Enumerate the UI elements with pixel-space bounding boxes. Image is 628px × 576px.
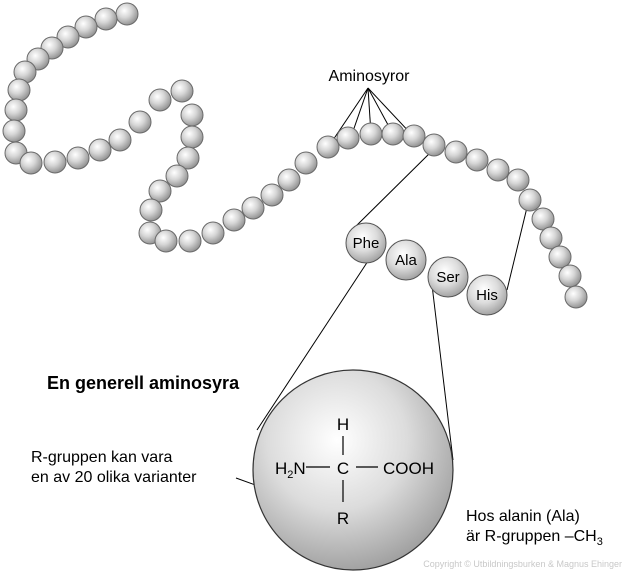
chain-bead <box>139 198 163 222</box>
alanine-note-line1: Hos alanin (Ala) <box>466 508 580 525</box>
chain-bead <box>180 125 204 149</box>
chain-bead <box>148 88 172 112</box>
chain-bead <box>558 264 582 288</box>
formula-r-group: R <box>337 509 349 528</box>
chain-bead <box>316 135 340 159</box>
amino-acid-label-phe: Phe <box>353 235 380 252</box>
chain-bead <box>444 140 468 164</box>
chain-bead <box>201 221 225 245</box>
formula-amino-group: H2N <box>275 459 306 481</box>
chain-bead <box>154 229 178 253</box>
chain-bead <box>4 98 28 122</box>
chain-bead <box>19 151 43 175</box>
rgroup-note-line2: en av 20 olika varianter <box>31 469 197 486</box>
amino-acid-label-ala: Ala <box>395 252 417 269</box>
chain-bead <box>165 164 189 188</box>
generic-amino-acid-sphere <box>252 369 454 571</box>
chain-bead <box>88 138 112 162</box>
copyright-text: Copyright © Utbildningsburken & Magnus E… <box>423 559 622 569</box>
amino-acid-bead-ser <box>427 256 469 298</box>
chain-bead <box>178 229 202 253</box>
amino-acid-bead-his <box>466 274 508 316</box>
chain-bead <box>294 151 318 175</box>
formula-alpha-carbon: C <box>337 459 349 478</box>
zoom-line <box>349 146 437 233</box>
chain-bead <box>176 146 200 170</box>
chain-bead <box>277 168 301 192</box>
chain-bead <box>2 119 26 143</box>
chain-bead <box>66 146 90 170</box>
chain-bead <box>336 126 360 150</box>
chain-bead <box>241 196 265 220</box>
chain-bead <box>564 285 588 309</box>
amino-acid-label-ser: Ser <box>436 269 459 286</box>
chain-bead <box>56 25 80 49</box>
amino-acid-label-his: His <box>476 287 498 304</box>
formula-carboxyl-group: COOH <box>383 459 434 478</box>
chain-bead <box>486 158 510 182</box>
chain-bead <box>128 110 152 134</box>
chain-bead <box>222 208 246 232</box>
amino-acid-bead-phe <box>345 222 387 264</box>
chain-bead <box>506 168 530 192</box>
chain-bead <box>381 122 405 146</box>
structural-formula: H H2N C COOH R <box>275 415 434 528</box>
chain-bead <box>148 179 172 203</box>
chain-bead <box>43 150 67 174</box>
protein-chain <box>2 2 588 309</box>
chain-bead <box>422 133 446 157</box>
amino-acid-bead-ala <box>385 239 427 281</box>
chain-bead <box>108 128 132 152</box>
chain-bead <box>260 183 284 207</box>
chain-bead <box>115 2 139 26</box>
zoom-line <box>431 284 454 461</box>
zoom-line <box>256 257 371 431</box>
label-pointer-line <box>330 87 369 144</box>
alanine-note-line2: är R-gruppen –CH3 <box>466 528 603 548</box>
chain-bead <box>94 7 118 31</box>
label-pointer-line <box>367 87 414 137</box>
rgroup-note-line1: R-gruppen kan vara <box>31 449 173 466</box>
chain-bead <box>7 78 31 102</box>
chain-label: Aminosyror <box>329 68 411 85</box>
highlighted-amino-acids: Phe Ala Ser His <box>345 222 508 316</box>
chain-bead <box>74 15 98 39</box>
chain-bead <box>518 188 542 212</box>
chain-bead <box>170 79 194 103</box>
chain-bead <box>465 148 489 172</box>
formula-hydrogen: H <box>337 415 349 434</box>
chain-bead <box>539 226 563 250</box>
chain-bead <box>402 124 426 148</box>
diagram-title: En generell aminosyra <box>47 373 240 393</box>
chain-bead <box>180 103 204 127</box>
chain-bead <box>548 245 572 269</box>
chain-bead <box>359 122 383 146</box>
